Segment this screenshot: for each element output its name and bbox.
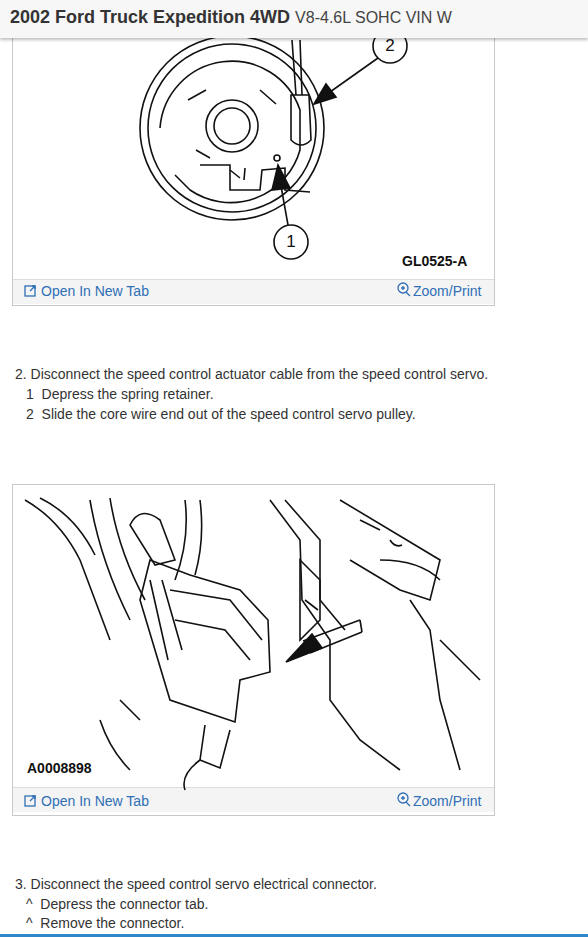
callout-number: 2: [380, 36, 400, 56]
step-text: 2. Disconnect the speed control actuator…: [15, 366, 488, 382]
footer-icons: [25, 283, 410, 806]
servo-pulley: [140, 36, 324, 220]
substep-text: 1 Depress the spring retainer.: [26, 386, 214, 402]
figure-code: GL0525-A: [402, 253, 467, 269]
header-bar: 2002 Ford Truck Expedition 4WD V8-4.6L S…: [0, 0, 588, 38]
figure-code: A0008898: [27, 760, 92, 776]
zoom-link: Zoom/Print: [413, 283, 481, 299]
substep-text: 2 Slide the core wire end out of the spe…: [26, 406, 416, 422]
arrow-shaft: [303, 620, 362, 653]
substep-text: ^ Remove the connector.: [26, 915, 184, 931]
callout-circle: [274, 225, 308, 259]
callout-number: 1: [281, 232, 301, 252]
servo-connector: [25, 498, 480, 790]
title-text: 2002 Ford Truck Expedition 4WD: [10, 7, 290, 27]
open-link: Open In New Tab: [41, 793, 149, 809]
step-text: 3. Disconnect the speed control servo el…: [15, 876, 377, 892]
arrowhead: [314, 84, 336, 104]
leader-line: [330, 58, 378, 92]
bottom-bar: [0, 934, 588, 937]
arrowhead: [286, 634, 322, 662]
arrowhead: [272, 165, 290, 190]
open-link: Open In New Tab: [41, 283, 149, 299]
title: 2002 Ford Truck Expedition 4WD V8-4.6L S…: [10, 7, 452, 28]
engine-spec: V8-4.6L SOHC VIN W: [295, 9, 452, 26]
substep-text: ^ Depress the connector tab.: [26, 896, 208, 912]
leader-line: [281, 186, 288, 225]
zoom-link: Zoom/Print: [413, 793, 481, 809]
